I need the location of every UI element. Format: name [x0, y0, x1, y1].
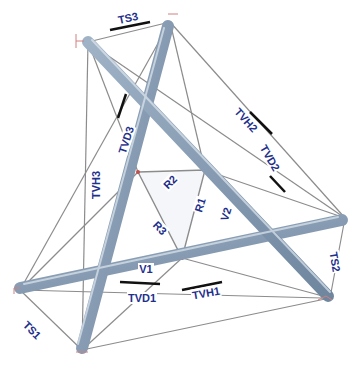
cables: [20, 22, 345, 350]
part-label: TS2: [327, 250, 343, 274]
part-label: TVD1: [127, 292, 157, 304]
strut-highlights: [24, 28, 338, 344]
part-label: TVD2: [257, 142, 282, 174]
part-label: TVH3: [90, 170, 102, 200]
inner-triangle: [138, 170, 205, 258]
part-label: TVH2: [231, 105, 260, 135]
support-ticks: [14, 14, 332, 352]
part-label: V1: [138, 263, 153, 275]
struts: [20, 26, 342, 348]
part-label: TS1: [20, 318, 44, 342]
part-label: V2: [218, 205, 234, 223]
